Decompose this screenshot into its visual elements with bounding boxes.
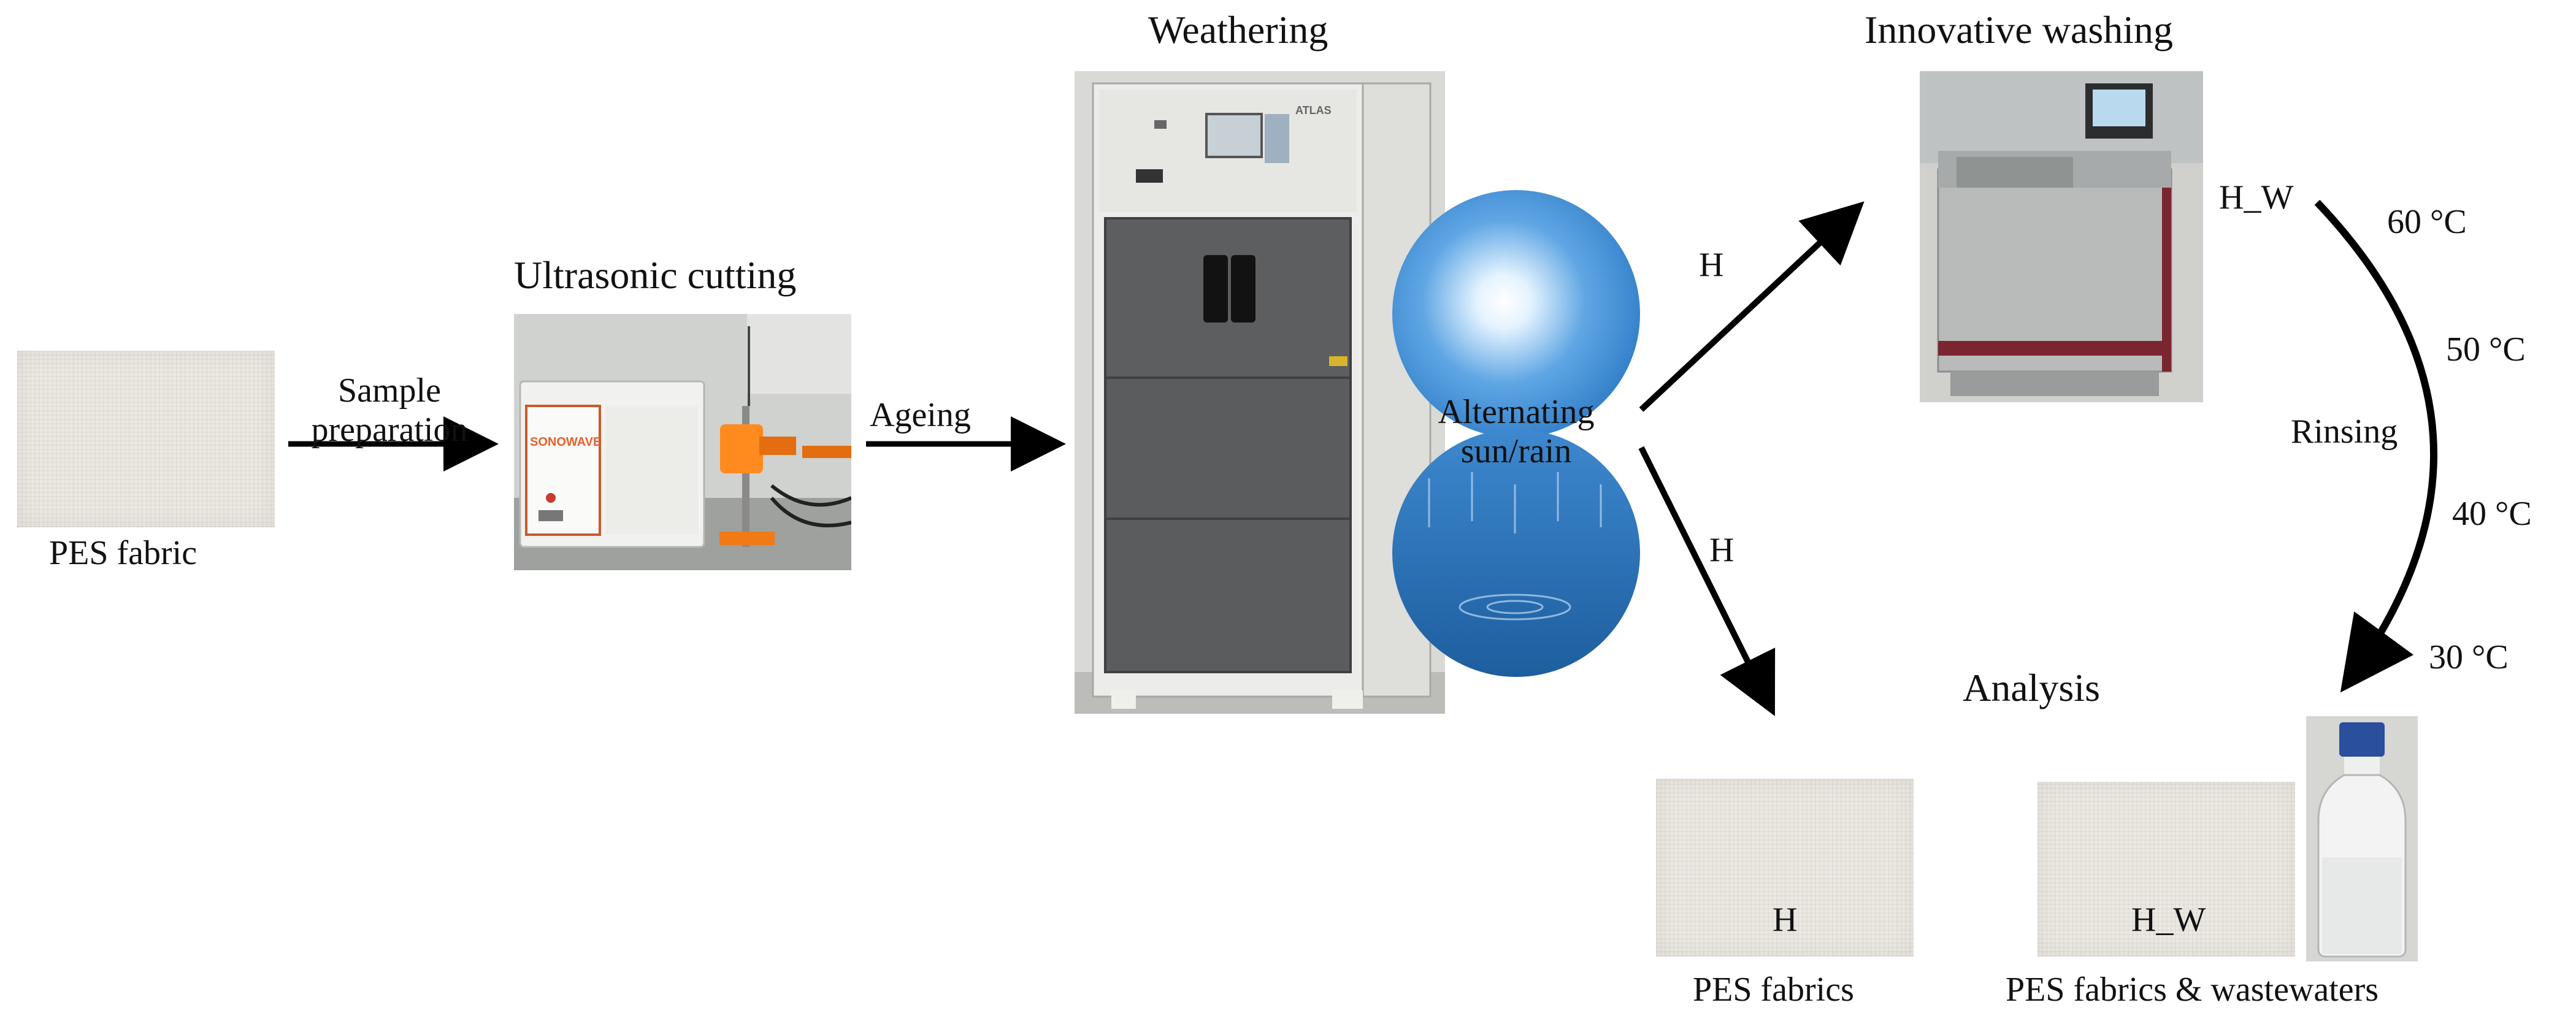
sonowave-logo-text: SONOWAVE (530, 435, 601, 449)
hw-label: H_W (2219, 178, 2294, 216)
weathering-chamber-photo: ATLAS (1075, 71, 1445, 714)
pes-fabrics-wastewaters-label: PES fabrics & wastewaters (2006, 971, 2379, 1009)
temp-60: 60 °C (2387, 203, 2467, 241)
sample-hw-photo (2037, 782, 2295, 957)
arrow-to-washing (1639, 201, 1865, 412)
sample-prep-label: Sample preparation (288, 371, 491, 450)
sun-icon (1392, 190, 1640, 438)
sample-prep-line-2: preparation (311, 411, 468, 449)
arrow-h-label-lower: H (1709, 531, 1735, 569)
sample-h-photo (1656, 779, 1914, 957)
pes-fabric-photo (17, 351, 275, 527)
temp-50: 50 °C (2446, 331, 2526, 369)
rain-icon (1392, 429, 1640, 677)
arrow-h-label-upper: H (1699, 246, 1724, 284)
alternating-line-2: sun/rain (1460, 432, 1572, 471)
sample-h-label: H (1773, 901, 1798, 939)
alternating-line-1: Alternating (1438, 393, 1595, 431)
temp-40: 40 °C (2452, 495, 2532, 533)
innovative-washing-title: Innovative washing (1865, 8, 2173, 52)
pes-fabric-label: PES fabric (49, 534, 197, 572)
weathering-title: Weathering (1148, 8, 1328, 52)
alternating-label: Alternating sun/rain (1405, 392, 1628, 472)
ultrasonic-cutter-photo: SONOWAVE (514, 314, 851, 570)
arrow-to-analysis (1638, 446, 1776, 716)
washing-machine-photo (1920, 71, 2203, 402)
sample-hw-label: H_W (2131, 901, 2206, 939)
rinsing-arrow (2314, 199, 2437, 693)
sample-prep-line-1: Sample (338, 372, 441, 410)
ageing-label: Ageing (870, 396, 971, 434)
pes-fabrics-label: PES fabrics (1693, 971, 1854, 1009)
rinsing-label: Rinsing (2291, 413, 2398, 451)
temp-30: 30 °C (2429, 638, 2509, 676)
atlas-logo-text: ATLAS (1295, 104, 1332, 117)
analysis-title: Analysis (1963, 666, 2100, 709)
ultrasonic-cutting-title: Ultrasonic cutting (514, 253, 797, 297)
wastewater-bottle-photo (2306, 716, 2418, 961)
